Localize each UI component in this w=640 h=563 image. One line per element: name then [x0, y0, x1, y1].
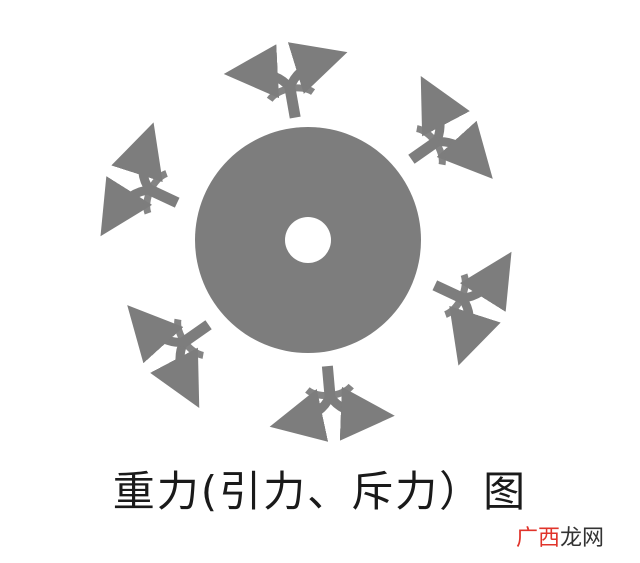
arrow-icon-top: [251, 60, 331, 124]
diagram-caption: 重力(引力、斥力）图: [112, 467, 528, 516]
watermark-part2: 龙网: [559, 526, 604, 551]
arrow-icon-bottom: [292, 363, 368, 421]
arrow-icon-upper-right: [391, 100, 475, 189]
gravity-diagram: [0, 0, 640, 480]
arrow-icon-right: [420, 253, 498, 340]
arrow-icon-lower-left: [145, 295, 229, 384]
arrow-icon-left: [115, 148, 193, 235]
watermark-part1: 广西: [515, 526, 560, 551]
watermark-logo: 广西龙网: [516, 520, 604, 552]
disc-center-hole: [285, 217, 331, 263]
